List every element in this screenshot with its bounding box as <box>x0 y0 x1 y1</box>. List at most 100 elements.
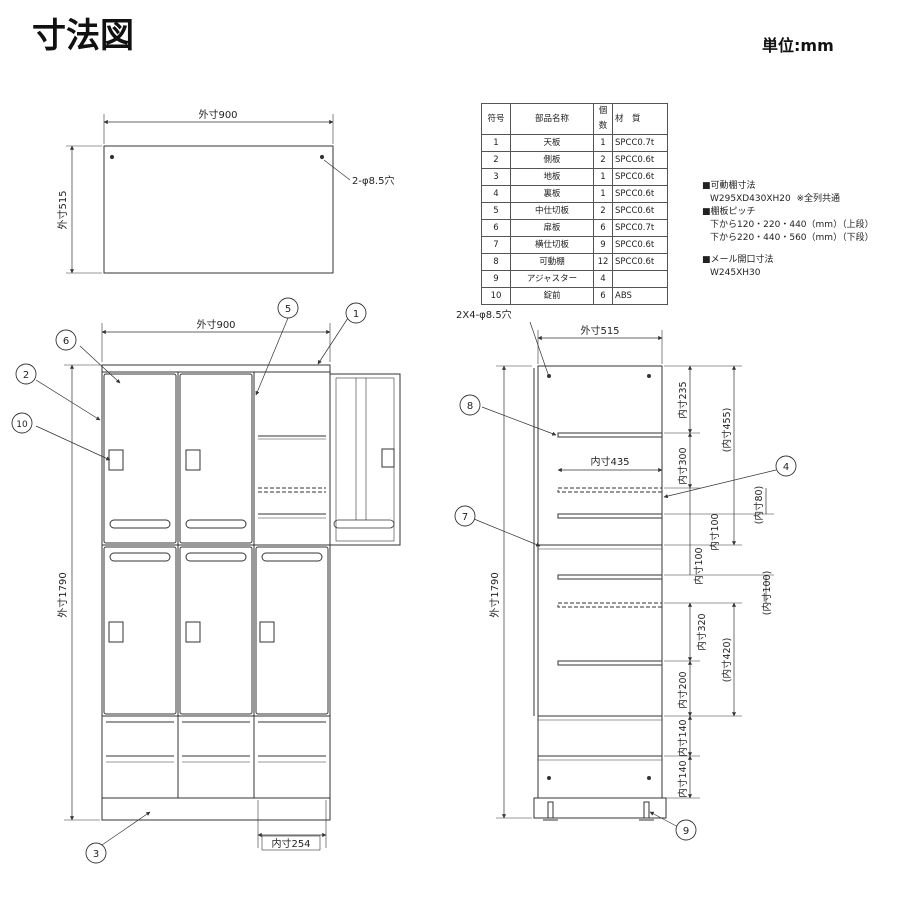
dim-label: 内寸235 <box>677 381 689 418</box>
adjuster-icon <box>643 801 650 819</box>
dim-label: 内寸320 <box>696 613 708 650</box>
callout-leader <box>649 811 681 829</box>
side-shelf-dashed <box>557 487 663 493</box>
callout-label: 1 <box>353 309 359 320</box>
pitch-title: ■棚板ピッチ <box>702 207 756 217</box>
side-height-label: 外寸1790 <box>488 572 501 617</box>
front-view <box>35 317 401 848</box>
side-shelf <box>557 432 663 438</box>
callout-bubble-8 <box>459 394 481 416</box>
callout-bubble-5 <box>277 297 299 319</box>
callout-label: 7 <box>462 512 468 523</box>
top-hole-leader <box>323 159 351 181</box>
adjuster-icon <box>547 801 554 819</box>
dim-label: 内寸140 <box>677 719 689 756</box>
unit-label: 単位:mm <box>762 36 834 55</box>
callout-leader <box>79 345 121 384</box>
door-panel <box>103 373 177 544</box>
pitch-upper: 下から120・220・440（mm）（上段） <box>710 220 874 230</box>
open-door-inner <box>335 377 395 542</box>
dim-label: 内寸100 <box>693 547 705 584</box>
top-depth-label: 外寸515 <box>56 190 69 229</box>
dim-label: (内寸420) <box>721 638 733 683</box>
dim-label: 内寸140 <box>677 760 689 797</box>
callout-label: 8 <box>467 401 473 412</box>
door-panel <box>179 546 253 715</box>
top-hole <box>109 154 115 160</box>
shelf-size-remark: ※全列共通 <box>796 194 841 204</box>
callout-leader <box>101 811 151 846</box>
dim-label: 内寸200 <box>677 671 689 708</box>
top-view-outline <box>103 145 334 274</box>
lock-icon <box>108 621 124 643</box>
callout-label: 3 <box>93 849 99 860</box>
callout-label: 2 <box>23 370 29 381</box>
lock-icon <box>108 449 124 471</box>
part-qty: 6 <box>593 287 613 305</box>
side-hole <box>647 776 651 780</box>
callout-bubble-7 <box>454 505 476 527</box>
mail-value: W245XH30 <box>710 268 761 278</box>
side-shelf-dashed <box>557 602 663 608</box>
spec-notes: ■可動棚寸法 W295XD430XH20 ※全列共通 ■棚板ピッチ 下から120… <box>702 180 874 280</box>
front-top-board <box>101 364 331 373</box>
front-width-label: 外寸900 <box>196 318 235 331</box>
side-width-label: 外寸515 <box>580 324 619 337</box>
callout-leader <box>255 317 289 396</box>
open-door <box>329 373 401 546</box>
shelf-size-line: W295XD430XH20 ※全列共通 <box>702 193 874 206</box>
dim-label: (内寸455) <box>721 408 733 453</box>
callout-bubble-10 <box>11 412 33 434</box>
part-material: ABS <box>612 287 668 305</box>
callout-label: 9 <box>683 826 689 837</box>
callout-bubble-1 <box>345 302 367 324</box>
mail-slot <box>185 552 247 562</box>
callout-bubble-3 <box>85 842 107 864</box>
callout-bubble-6 <box>55 329 77 351</box>
front-base <box>101 797 331 821</box>
top-hole <box>319 154 325 160</box>
dim-label: 内寸300 <box>677 447 689 484</box>
lock-icon <box>259 621 275 643</box>
mail-slot <box>109 519 171 529</box>
door-panel <box>255 546 329 715</box>
callout-bubble-2 <box>15 363 37 385</box>
top-width-label: 外寸900 <box>198 108 237 121</box>
side-hole <box>547 374 551 378</box>
callout-label: 10 <box>16 420 28 430</box>
lock-icon <box>381 448 395 468</box>
side-hole <box>547 776 551 780</box>
lock-icon <box>185 449 201 471</box>
side-shelf <box>557 574 663 580</box>
mail-slot <box>185 519 247 529</box>
callout-label: 4 <box>783 462 789 473</box>
side-inner-depth-label: 内寸435 <box>590 455 629 468</box>
side-view <box>473 321 777 829</box>
top-view <box>66 114 351 274</box>
parts-header-material: 材 質 <box>612 103 668 135</box>
page-title: 寸法図 <box>32 16 134 56</box>
shelf-size-title: ■可動棚寸法 <box>702 181 756 191</box>
callout-bubble-9 <box>675 819 697 841</box>
dim-label: 内寸100 <box>709 513 721 550</box>
callout-label: 6 <box>63 336 69 347</box>
front-height-label: 外寸1790 <box>56 572 69 617</box>
inner-width-label: 内寸254 <box>271 837 310 850</box>
shelf-size-value: W295XD430XH20 <box>710 194 791 204</box>
callout-leader <box>481 406 557 436</box>
side-shelf <box>557 660 663 666</box>
side-body <box>537 365 663 799</box>
pitch-lower: 下から220・440・560（mm）（下段） <box>710 233 874 243</box>
callout-label: 5 <box>285 304 291 315</box>
callout-bubbles-side <box>454 394 797 841</box>
callout-leader <box>35 425 111 461</box>
